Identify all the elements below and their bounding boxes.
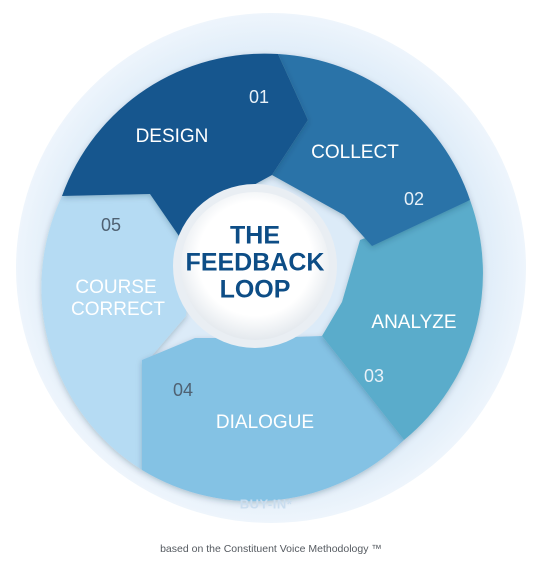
- segment-design: [62, 53, 308, 252]
- step-03-number: 03: [364, 366, 384, 386]
- step-04-number: 04: [173, 380, 193, 400]
- center-title-line3: LOOP: [220, 276, 291, 304]
- step-03-label: ANALYZE: [371, 312, 456, 333]
- step-05-label-line1: COURSE: [75, 277, 156, 298]
- center-title-line2: FEEDBACK: [186, 249, 325, 277]
- step-01-number: 01: [249, 87, 269, 107]
- step-02-number: 02: [404, 189, 424, 209]
- ring-caption: BUY-IN*: [240, 496, 293, 511]
- step-02-label: COLLECT: [311, 142, 399, 163]
- segment-collect: [272, 54, 470, 246]
- segment-course-correct: [41, 194, 190, 470]
- center-title-line1: THE: [230, 222, 280, 250]
- step-05-number: 05: [101, 215, 121, 235]
- step-04-label: DIALOGUE: [216, 412, 314, 433]
- footnote: based on the Constituent Voice Methodolo…: [160, 543, 382, 555]
- center-circle: [181, 192, 329, 340]
- segment-dialogue: [142, 336, 404, 502]
- segment-analyze: [322, 200, 483, 440]
- step-01-label: DESIGN: [136, 126, 209, 147]
- step-05-label-line2: CORRECT: [71, 299, 165, 320]
